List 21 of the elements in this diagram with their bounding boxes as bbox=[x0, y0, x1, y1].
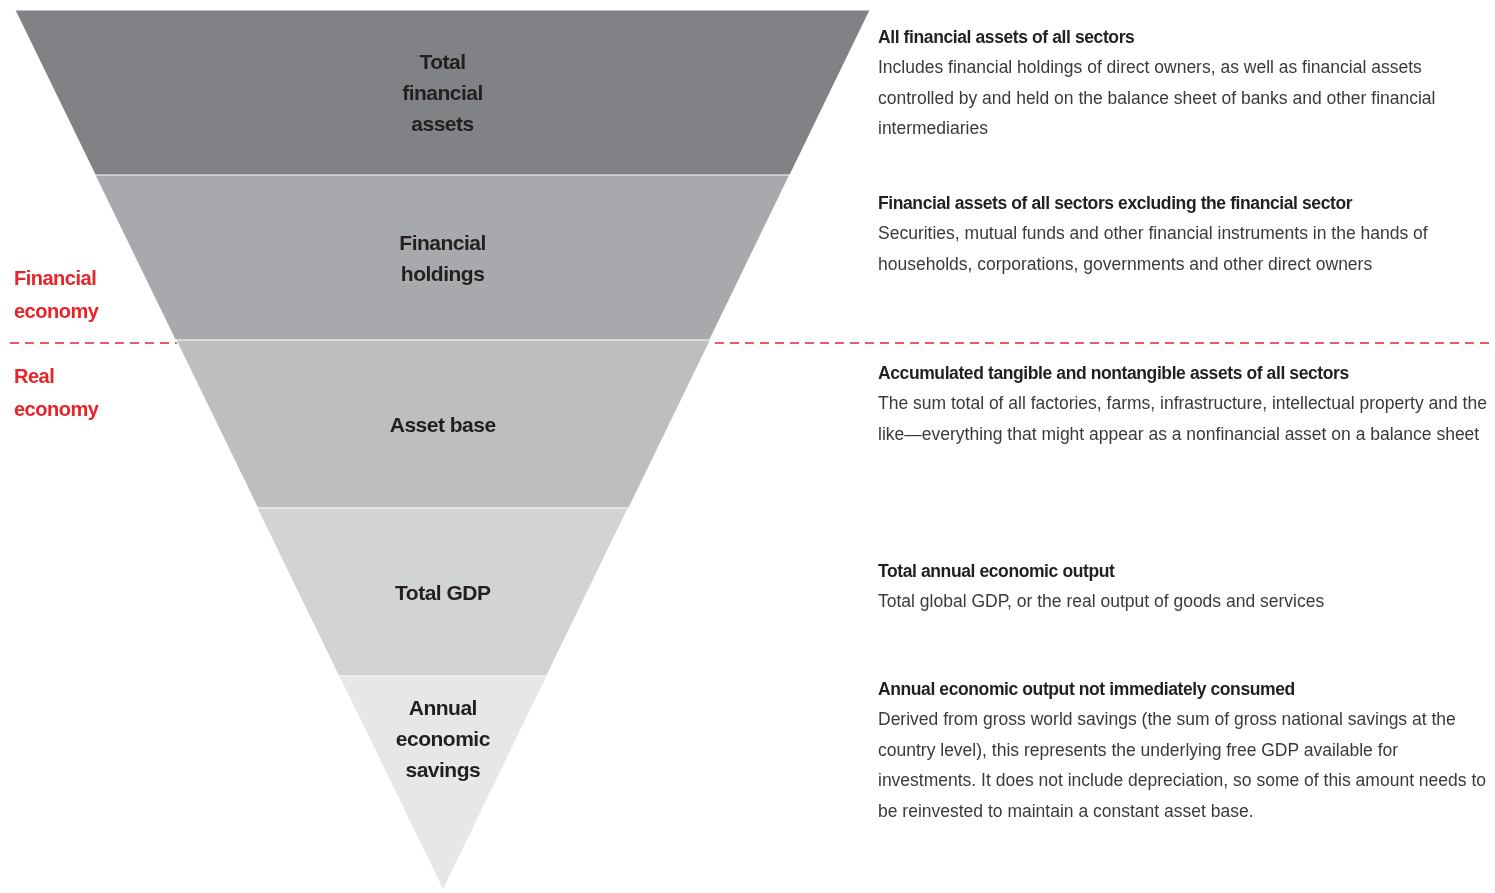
description-text: The sum total of all factories, farms, infrastructure, intellectual property and the like—everything that might appear as a nonfinancial asset on a balance sheet bbox=[878, 392, 1488, 446]
band-label: Total GDP bbox=[395, 579, 491, 606]
band-label: Asset base bbox=[389, 411, 496, 438]
funnel-band bbox=[338, 676, 547, 890]
description-heading: Financial assets of all sectors excluding the financial sector bbox=[878, 192, 1354, 215]
description-heading: Annual economic output not immediately consumed bbox=[878, 678, 1296, 701]
region-label: Real economy bbox=[14, 364, 100, 422]
description-text: Securities, mutual funds and other financial instruments in the hands of households, corporations, governments and other direct owners bbox=[878, 222, 1429, 276]
funnel-band bbox=[257, 508, 629, 676]
region-label: Financial economy bbox=[14, 266, 100, 324]
band-label: Annual economic savings bbox=[394, 694, 491, 783]
funnel-band bbox=[15, 10, 870, 175]
description-heading: All financial assets of all sectors bbox=[878, 26, 1136, 49]
description-text: Derived from gross world savings (the sum of gross national savings at the country level), this represents the underlying free GDP available for investments. It does not include depreciation, so some of this amount needs to be reinvested to maintain a constant asset base. bbox=[878, 708, 1487, 823]
band-label: Total financial assets bbox=[401, 49, 484, 137]
description-text: Includes financial holdings of direct owners, as well as financial assets controlled by and held on the balance sheet of banks and other financial intermediaries bbox=[878, 56, 1437, 140]
description-heading: Accumulated tangible and nontangible assets of all sectors bbox=[878, 362, 1350, 385]
funnel-band bbox=[175, 340, 710, 508]
description-heading: Total annual economic output bbox=[878, 560, 1116, 583]
band-label: Financial holdings bbox=[398, 229, 487, 287]
description-text: Total global GDP, or the real output of goods and services bbox=[878, 590, 1326, 613]
